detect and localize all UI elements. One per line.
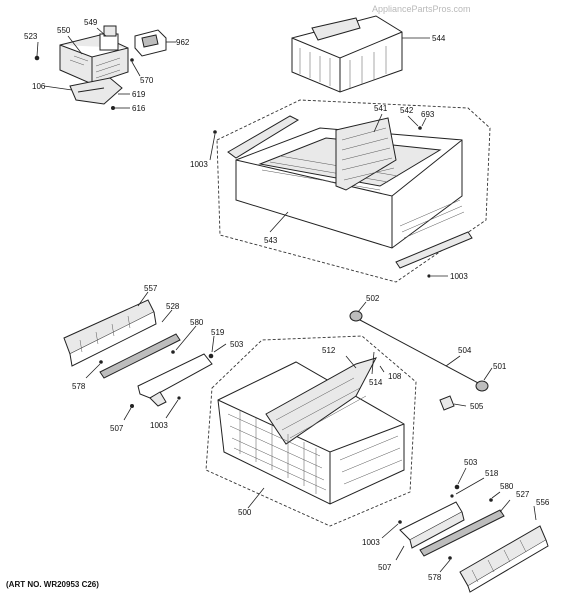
callout-557: 557	[144, 284, 158, 293]
left-rail-assembly	[63, 291, 227, 421]
callout-503-right: 503	[464, 458, 478, 467]
upper-drawer-543	[209, 99, 491, 283]
callout-1003-lower: 1003	[362, 538, 380, 547]
callout-550: 550	[57, 26, 71, 35]
right-rail-assembly	[381, 467, 549, 593]
art-number: (ART NO. WR20953 C26)	[6, 580, 99, 589]
callout-523: 523	[24, 32, 38, 41]
callout-518: 518	[485, 469, 499, 478]
callout-543: 543	[264, 236, 278, 245]
callout-106: 106	[32, 82, 46, 91]
callout-544: 544	[432, 34, 446, 43]
ice-maker-assembly	[34, 25, 176, 110]
callout-962: 962	[176, 38, 190, 47]
callout-502: 502	[366, 294, 380, 303]
callout-580-left: 580	[190, 318, 204, 327]
callout-542: 542	[400, 106, 414, 115]
watermark: AppliancePartsPros.com	[372, 4, 471, 14]
callout-501: 501	[493, 362, 507, 371]
callout-578-left: 578	[72, 382, 86, 391]
callout-504: 504	[458, 346, 472, 355]
callout-1003-mid: 1003	[150, 421, 168, 430]
callout-1003-upper-left: 1003	[190, 160, 208, 169]
callout-549: 549	[84, 18, 98, 27]
callout-693: 693	[421, 110, 435, 119]
callout-503-left: 503	[230, 340, 244, 349]
callout-512: 512	[322, 346, 336, 355]
callout-528-left: 528	[166, 302, 180, 311]
callout-507-right: 507	[378, 563, 392, 572]
callout-527: 527	[516, 490, 530, 499]
callout-578-right: 578	[428, 573, 442, 582]
callout-556: 556	[536, 498, 550, 507]
callout-108: 108	[388, 372, 402, 381]
callout-570: 570	[140, 76, 154, 85]
callout-616: 616	[132, 104, 146, 113]
callout-519: 519	[211, 328, 225, 337]
callout-580-right: 580	[500, 482, 514, 491]
callout-1003-upper-right: 1003	[450, 272, 468, 281]
lower-basket-500	[205, 335, 417, 527]
callout-619: 619	[132, 90, 146, 99]
slide-rod-504	[349, 301, 493, 411]
callout-500: 500	[238, 508, 252, 517]
callout-514: 514	[369, 378, 383, 387]
callout-505: 505	[470, 402, 484, 411]
upper-basket-544	[291, 15, 430, 93]
callout-541: 541	[374, 104, 388, 113]
callout-507-left: 507	[110, 424, 124, 433]
